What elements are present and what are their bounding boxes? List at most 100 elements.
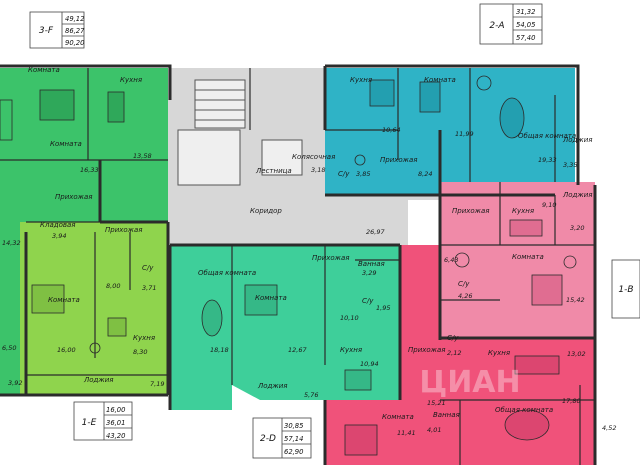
apt-area-2d-2: 62,90 — [284, 448, 303, 456]
apt-area-3f-0: 49,12 — [65, 15, 84, 23]
area-b1-room: 15,42 — [566, 296, 585, 304]
apt-area-1e-1: 36,01 — [106, 419, 125, 427]
watermark-text: ЦИАН — [419, 365, 520, 400]
apt-area-2d-0: 30,85 — [284, 422, 303, 430]
room-label-f3-wardrobe: Кладовая — [40, 221, 75, 229]
apartment-1e — [20, 222, 168, 395]
room-label-e1-room: Комната — [48, 296, 80, 304]
table-1e: 1-E 16,00 36,01 43,20 — [73, 401, 133, 441]
area-c-bath: 4,01 — [427, 426, 441, 434]
area-corridor: 26,97 — [366, 228, 385, 236]
area-c-kitchen: 13,02 — [567, 350, 586, 358]
area-b1-loggia: 3,20 — [570, 224, 584, 232]
walls — [0, 64, 597, 465]
apt-area-2a-2: 57,40 — [516, 34, 535, 42]
area-d2-common: 18,18 — [210, 346, 229, 354]
room-label-e1-hall: Прихожая — [105, 226, 143, 234]
room-label-c-common: Общая комната — [495, 406, 553, 414]
room-label-d2-room: Комната — [255, 294, 287, 302]
room-label-a2-room: Комната — [424, 76, 456, 84]
apt-area-2a-0: 31,32 — [516, 8, 535, 16]
area-e1-kitchen: 8,30 — [133, 348, 147, 356]
area-b1-bath: 4,26 — [458, 292, 472, 300]
apt-area-2a-1: 54,05 — [516, 21, 535, 29]
apt-area-3f-1: 86,27 — [65, 27, 85, 35]
area-d2-hall: 10,10 — [340, 314, 359, 322]
area-f3-room2: 14,32 — [2, 239, 21, 247]
apt-code-1b: 1-B — [618, 285, 633, 295]
partitions — [0, 68, 595, 465]
area-a2-loggia: 3,35 — [563, 161, 577, 169]
room-label-b1-wc: С/у — [458, 280, 470, 288]
area-a2-common: 19,33 — [538, 156, 557, 164]
room-label-e1-kitchen: Кухня — [133, 334, 155, 342]
stair-core — [177, 79, 303, 186]
area-d2-loggia: 5,76 — [304, 391, 318, 399]
label-trash-room: Колясочная — [292, 153, 335, 161]
area-c-room: 11,41 — [397, 429, 416, 437]
room-label-d2-hall: Прихожая — [312, 254, 350, 262]
area-f3-room3: 6,50 — [2, 344, 16, 352]
area-a2-hall: 8,24 — [418, 170, 432, 178]
room-label-d2-bath: Ванная — [358, 260, 385, 268]
furniture — [0, 75, 577, 456]
label-stair: Лестница — [255, 167, 292, 175]
label-corridor: Коридор — [250, 207, 282, 215]
area-b1-hall: 6,43 — [444, 256, 458, 264]
room-label-b1-loggia: Лоджия — [562, 191, 592, 199]
area-a2-kitchen: 10,64 — [382, 126, 401, 134]
room-label-e1-loggia: Лоджия — [83, 376, 113, 384]
area-e1-hall: 8,00 — [106, 282, 120, 290]
apt-code-2d: 2-D — [260, 434, 276, 444]
room-label-a2-common: Общая комната — [518, 132, 576, 140]
area-f3-wardrobe: 3,94 — [52, 232, 66, 240]
apt-area-1e-2: 43,20 — [106, 432, 125, 440]
area-a2-room: 11,99 — [455, 130, 474, 138]
area-c-common: 17,80 — [562, 397, 581, 405]
room-label-b1-room: Комната — [512, 253, 544, 261]
apt-code-1e: 1-E — [82, 418, 97, 428]
apt-code-2a: 2-A — [489, 21, 504, 31]
apt-area-1e-0: 16,00 — [106, 406, 125, 414]
apt-code-3f: 3-F — [39, 26, 54, 36]
area-trash-room: 3,18 — [311, 166, 325, 174]
room-label-f3-room: Комната — [28, 66, 60, 74]
area-b1-kitchen: 9,10 — [542, 201, 556, 209]
table-2a: 2-A 31,32 54,05 57,40 — [479, 3, 543, 45]
area-d2-room: 12,67 — [288, 346, 307, 354]
apt-area-3f-2: 90,20 — [65, 39, 84, 47]
area-f3-kitchen: 13,58 — [133, 152, 152, 160]
room-label-b1-hall: Прихожая — [452, 207, 490, 215]
room-label-e1-wc: С/у — [142, 264, 154, 272]
room-label-b1-kitchen: Кухня — [512, 207, 534, 215]
room-label-d2-kitchen: Кухня — [340, 346, 362, 354]
room-label-a2-kitchen: Кухня — [350, 76, 372, 84]
table-1b: 1-B — [611, 259, 640, 319]
room-label-d2-wc: С/у — [362, 297, 374, 305]
area-f3-loggia: 3,92 — [8, 379, 22, 387]
room-label-d2-loggia: Лоджия — [257, 382, 287, 390]
area-d2-bath: 3,29 — [362, 269, 376, 277]
room-label-f3-hall: Прихожая — [55, 193, 93, 201]
area-e1-wc: 3,71 — [142, 284, 156, 292]
room-label-a2-hall: Прихожая — [380, 156, 418, 164]
table-2d: 2-D 30,85 57,14 62,90 — [252, 417, 312, 459]
area-e1-loggia: 7,19 — [150, 380, 164, 388]
room-label-d2-common: Общая комната — [198, 269, 256, 277]
area-d2-wc: 1,95 — [376, 304, 390, 312]
room-label-c-room: Комната — [382, 413, 414, 421]
apartment-2d — [170, 245, 400, 410]
area-f3-room: 16,33 — [80, 166, 99, 174]
room-label-c-hall: Прихожая — [408, 346, 446, 354]
area-a2-wc: 3,85 — [356, 170, 370, 178]
room-label-f3-kitchen: Кухня — [120, 76, 142, 84]
area-d2-kitchen: 10,94 — [360, 360, 379, 368]
room-label-f3-room-b: Комната — [50, 140, 82, 148]
room-label-a2-loggia: Лоджия — [562, 136, 592, 144]
area-c-hall: 15,21 — [427, 399, 446, 407]
room-label-a2-wc: С/у — [338, 170, 350, 178]
area-c-loggia: 4,52 — [602, 424, 616, 432]
table-3f: 3-F 49,12 86,27 90,20 — [29, 11, 85, 49]
area-c-wc: 2,12 — [447, 349, 461, 357]
